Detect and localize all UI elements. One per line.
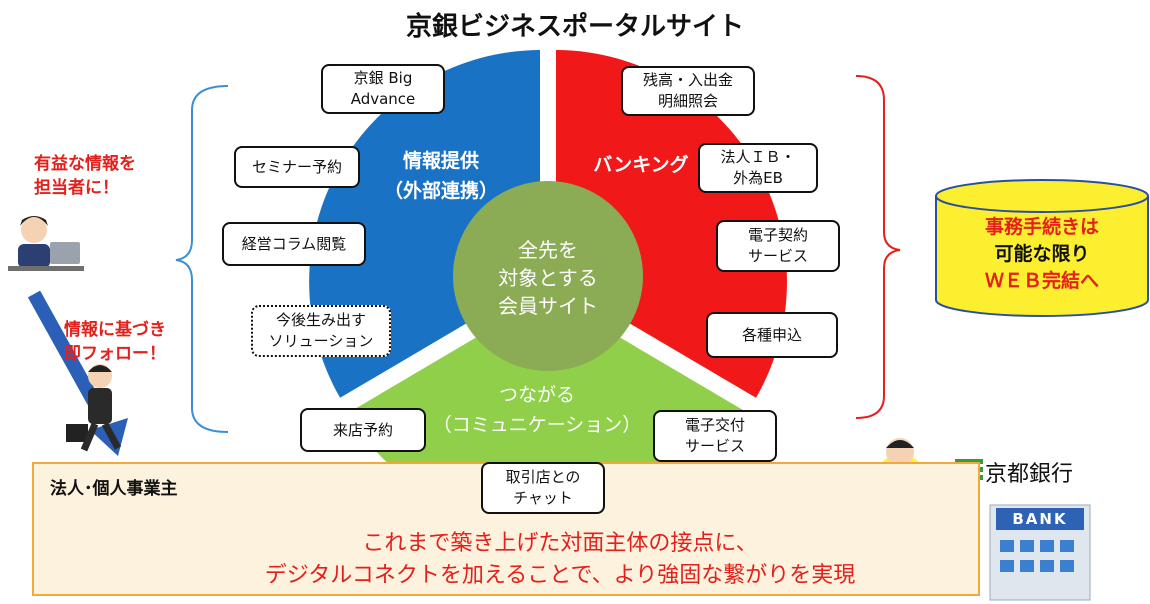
cylinder-line3: ＷＥＢ完結へ — [984, 270, 1099, 292]
banking-box-application[interactable]: 各種申込 — [706, 312, 838, 358]
left-brace — [175, 85, 229, 433]
slogan-line1: これまで築き上げた対面主体の接点に、 — [362, 531, 758, 556]
bank-name: 京都銀行 — [985, 462, 1074, 487]
person-laptop-icon — [8, 216, 84, 271]
info-box-column[interactable]: 経営コラム閲覧 — [222, 222, 366, 266]
center-label: 全先を 対象とする 会員サイト — [498, 238, 598, 318]
banking-box-balance[interactable]: 残高・入出金 明細照会 — [621, 66, 755, 116]
right-brace — [855, 75, 901, 419]
info-box-big-advance[interactable]: 京銀 Big Advance — [321, 64, 445, 114]
info-box-future-solution[interactable]: 今後生み出す ソリューション — [251, 305, 391, 357]
running-man-icon — [66, 364, 122, 452]
connect-box-chat[interactable]: 取引店との チャット — [481, 462, 605, 514]
client-label: 法人･個人事業主 — [50, 479, 178, 499]
center-circle — [453, 181, 643, 371]
cylinder-line1: 事務手続きは — [984, 216, 1099, 238]
note-quick-follow: 情報に基づき 即フォロー！ — [64, 320, 166, 364]
page-title: 京銀ビジネスポータルサイト — [405, 12, 744, 42]
bank-building-icon — [989, 504, 1091, 601]
segment-banking-label: バンキング — [593, 154, 689, 176]
note-useful-info: 有益な情報を 担当者に！ — [34, 154, 136, 198]
cylinder-line2: 可能な限り — [994, 243, 1090, 265]
slogan-line2: デジタルコネクトを加えることで、より強固な繋がりを実現 — [264, 563, 856, 588]
segment-info-label: 情報提供 （外部連携） — [383, 150, 498, 202]
info-box-seminar[interactable]: セミナー予約 — [234, 146, 360, 188]
banking-box-ib[interactable]: 法人ＩＢ・ 外為EB — [698, 143, 818, 193]
connect-box-reservation[interactable]: 来店予約 — [300, 408, 426, 452]
cylinder-shape — [935, 179, 1149, 317]
segment-connect-label: つながる （コミュニケーション） — [432, 384, 642, 436]
banking-box-econtract[interactable]: 電子契約 サービス — [716, 220, 840, 272]
connect-box-edelivery[interactable]: 電子交付 サービス — [653, 410, 777, 462]
bank-sign: BANK — [1012, 510, 1068, 528]
